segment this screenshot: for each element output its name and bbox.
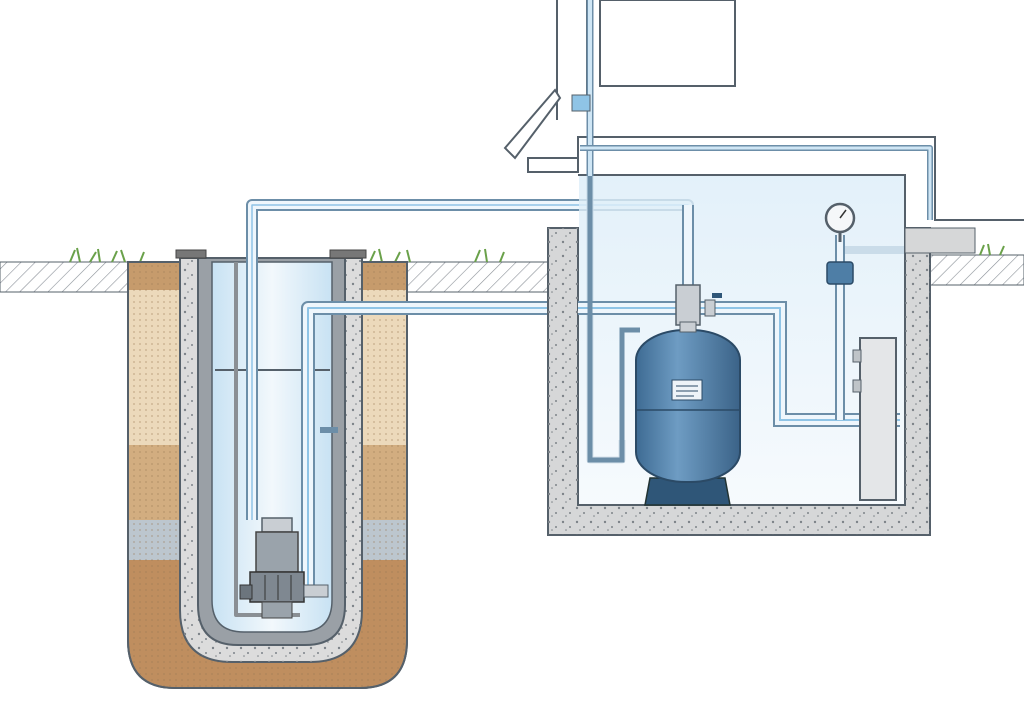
pressure-gauge xyxy=(824,202,856,242)
submersible-pump xyxy=(239,517,329,619)
grass xyxy=(69,243,1005,263)
ground-surface-left xyxy=(0,261,131,293)
basement xyxy=(547,176,976,536)
pressure-switch xyxy=(826,261,854,285)
downspout-fitting xyxy=(571,94,591,112)
valve-fitting xyxy=(675,284,722,326)
control-box xyxy=(852,337,897,501)
ground-surface-right xyxy=(929,254,1024,286)
window xyxy=(599,0,736,87)
ground-surface-mid xyxy=(404,261,551,293)
roof-eave xyxy=(503,88,562,160)
house-wall xyxy=(503,0,1024,228)
pressure-tank xyxy=(635,321,741,506)
tank-label xyxy=(671,379,703,401)
